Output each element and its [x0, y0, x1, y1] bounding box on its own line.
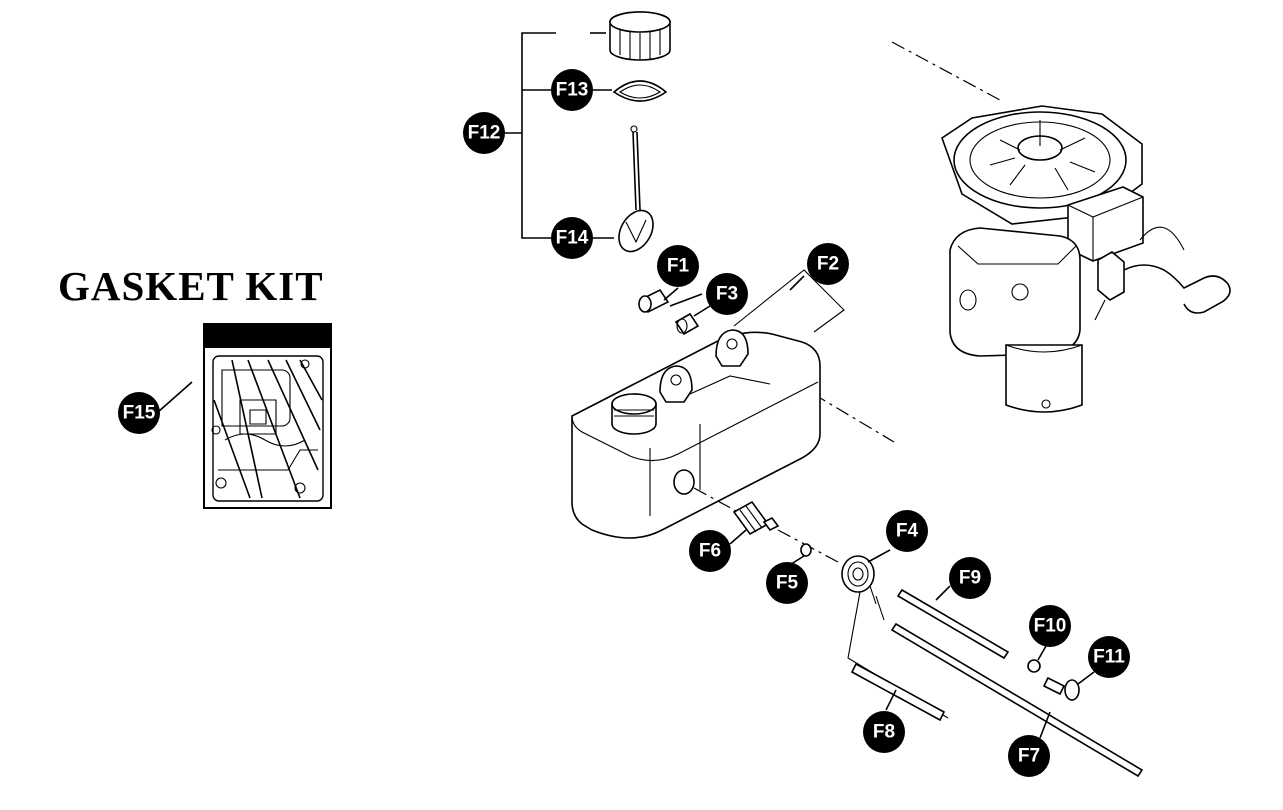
callout-f1[interactable]: F1	[657, 245, 699, 287]
callout-f7-label: F7	[1018, 746, 1040, 767]
f9-leader-line	[935, 585, 951, 601]
fuel-line-long-drawing	[890, 622, 1144, 778]
callout-f5-label: F5	[776, 573, 799, 594]
callout-f2[interactable]: F2	[807, 243, 849, 285]
callout-f2-label: F2	[817, 254, 839, 275]
o-ring-drawing	[800, 543, 812, 557]
callout-f14-label: F14	[556, 228, 589, 249]
f10-leader-line	[1037, 645, 1047, 661]
cap-gasket-drawing	[612, 80, 668, 102]
callout-f11-label: F11	[1093, 647, 1125, 668]
bushing-drawing	[674, 312, 700, 336]
f8-leader-line	[885, 689, 897, 711]
f15-leader-line	[157, 381, 193, 413]
gasket-kit-package	[203, 323, 332, 509]
callout-f12-label: F12	[468, 123, 501, 144]
callout-f4-label: F4	[896, 521, 919, 542]
callout-f10-label: F10	[1034, 616, 1067, 637]
callout-f1-label: F1	[667, 256, 690, 277]
fuel-pipe-drawing	[850, 662, 946, 722]
callout-f9[interactable]: F9	[949, 557, 991, 599]
f11-leader-line	[1077, 671, 1095, 685]
callout-f12[interactable]: F12	[463, 112, 505, 154]
callout-f13[interactable]: F13	[551, 69, 593, 111]
callout-f15[interactable]: F15	[118, 392, 160, 434]
callout-f15-label: F15	[123, 403, 156, 424]
callout-f9-label: F9	[959, 568, 981, 589]
fuel-cap-drawing	[609, 11, 671, 61]
fuel-tank-drawing	[571, 269, 845, 539]
callout-f10[interactable]: F10	[1029, 605, 1071, 647]
callout-f3[interactable]: F3	[706, 273, 748, 315]
callout-f6-label: F6	[699, 541, 721, 562]
callout-f7[interactable]: F7	[1008, 735, 1050, 777]
fuel-line-short-drawing	[896, 588, 1010, 660]
f2-leader-line	[789, 275, 805, 291]
dipstick-drawing	[618, 125, 654, 253]
callout-f8[interactable]: F8	[863, 711, 905, 753]
f3-leader-line	[693, 305, 711, 317]
callout-f11[interactable]: F11	[1088, 636, 1130, 678]
callout-f8-label: F8	[873, 722, 895, 743]
f12-bracket	[505, 32, 614, 239]
callout-f5[interactable]: F5	[766, 562, 808, 604]
f4-leader-line	[867, 549, 891, 563]
clamp-drawing	[1027, 659, 1041, 673]
fuel-filter-drawing	[732, 500, 839, 563]
callout-f14[interactable]: F14	[551, 217, 593, 259]
callout-f3-label: F3	[716, 284, 738, 305]
engine-drawing	[789, 41, 1231, 443]
callout-f13-label: F13	[556, 80, 589, 101]
gasket-kit-heading: GASKET KIT	[58, 263, 324, 309]
f6-leader-line	[729, 529, 747, 545]
screw-drawing	[638, 288, 703, 314]
f7-leader-line	[1039, 711, 1051, 739]
callout-f6[interactable]: F6	[689, 530, 731, 572]
fitting-drawing	[1042, 676, 1080, 701]
callout-f4[interactable]: F4	[886, 510, 928, 552]
f1-leader-line	[663, 287, 679, 301]
